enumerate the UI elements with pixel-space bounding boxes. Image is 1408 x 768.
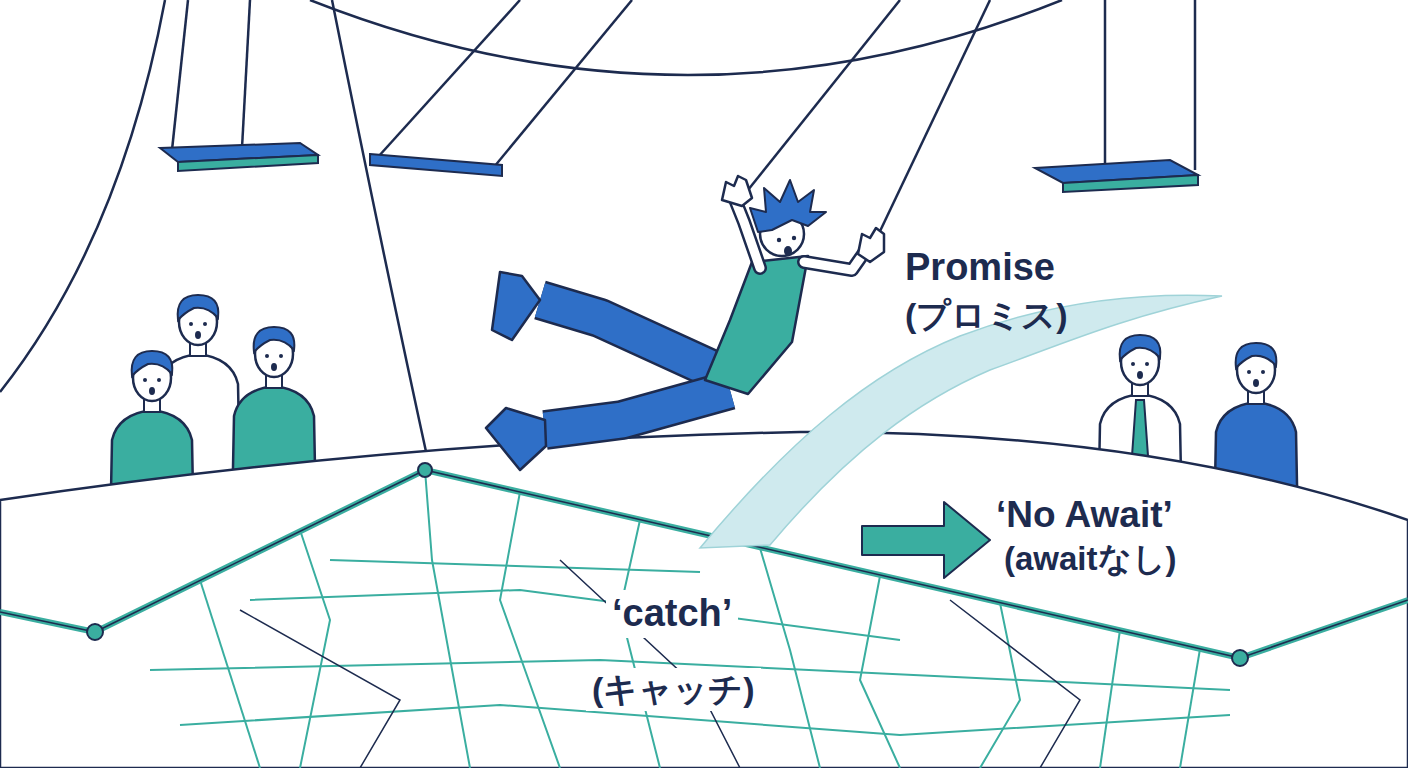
trapeze-centre (370, 0, 632, 176)
arm (804, 250, 866, 270)
tent-rope (0, 0, 165, 392)
hand (722, 176, 752, 206)
trapeze-rope (1104, 0, 1107, 163)
net-strand (250, 590, 900, 640)
trapeze-rope (242, 0, 250, 148)
trapeze-rope (494, 0, 632, 167)
net-strand (1100, 630, 1120, 768)
net-strand (620, 520, 660, 768)
block-arrow (862, 502, 990, 578)
net-knot (1232, 650, 1248, 666)
net-strand (760, 548, 820, 768)
trapeze-bar-edge (1063, 175, 1198, 192)
falling-performer (486, 176, 884, 470)
label-text: ‘catch’ (606, 590, 738, 638)
label-text: Promise (905, 246, 1055, 290)
net-strand (560, 560, 740, 768)
net-strand (425, 470, 470, 768)
leg (540, 300, 718, 372)
eye (792, 236, 796, 240)
shoe (492, 272, 540, 340)
label-text: (awaitなし) (1004, 540, 1177, 578)
net-rim-outline (0, 470, 1408, 658)
net-strand (950, 600, 1080, 768)
tank-top (705, 256, 808, 394)
eye (777, 238, 781, 242)
hand (858, 228, 884, 262)
net-strand (300, 530, 330, 768)
performer-ropes (748, 0, 990, 248)
trapeze-bar-edge (178, 155, 318, 171)
trapeze-rope (172, 0, 188, 150)
leg-outline (545, 390, 730, 430)
net-strand (240, 610, 400, 768)
spiky-hair (750, 180, 826, 232)
trapeze-left (160, 0, 318, 171)
rope (872, 0, 990, 248)
net-strand (1180, 649, 1200, 768)
leg-outline (540, 300, 718, 372)
net-knot (87, 624, 103, 640)
platform (0, 432, 1408, 768)
net-strand (330, 560, 700, 572)
trapeze-rope (378, 0, 520, 157)
net-knot (418, 463, 432, 477)
net-strand (200, 580, 260, 768)
trapeze-rope (1194, 0, 1197, 170)
net-knots (87, 463, 1248, 666)
net-strand (500, 492, 560, 768)
arm-outline (804, 250, 866, 270)
mouth (784, 246, 792, 256)
label-text: (キャッチ) (586, 668, 761, 711)
net-rim (0, 470, 1408, 658)
label-text: (プロミス) (905, 296, 1068, 335)
shoe (486, 408, 546, 470)
trapeze-right (1035, 0, 1198, 192)
leg (545, 390, 730, 430)
rope (748, 0, 900, 190)
label-text: ‘No Await’ (996, 494, 1173, 537)
canopy-rope (310, 0, 1062, 75)
tent-rope (332, 0, 430, 470)
trapeze-bar (370, 154, 502, 176)
